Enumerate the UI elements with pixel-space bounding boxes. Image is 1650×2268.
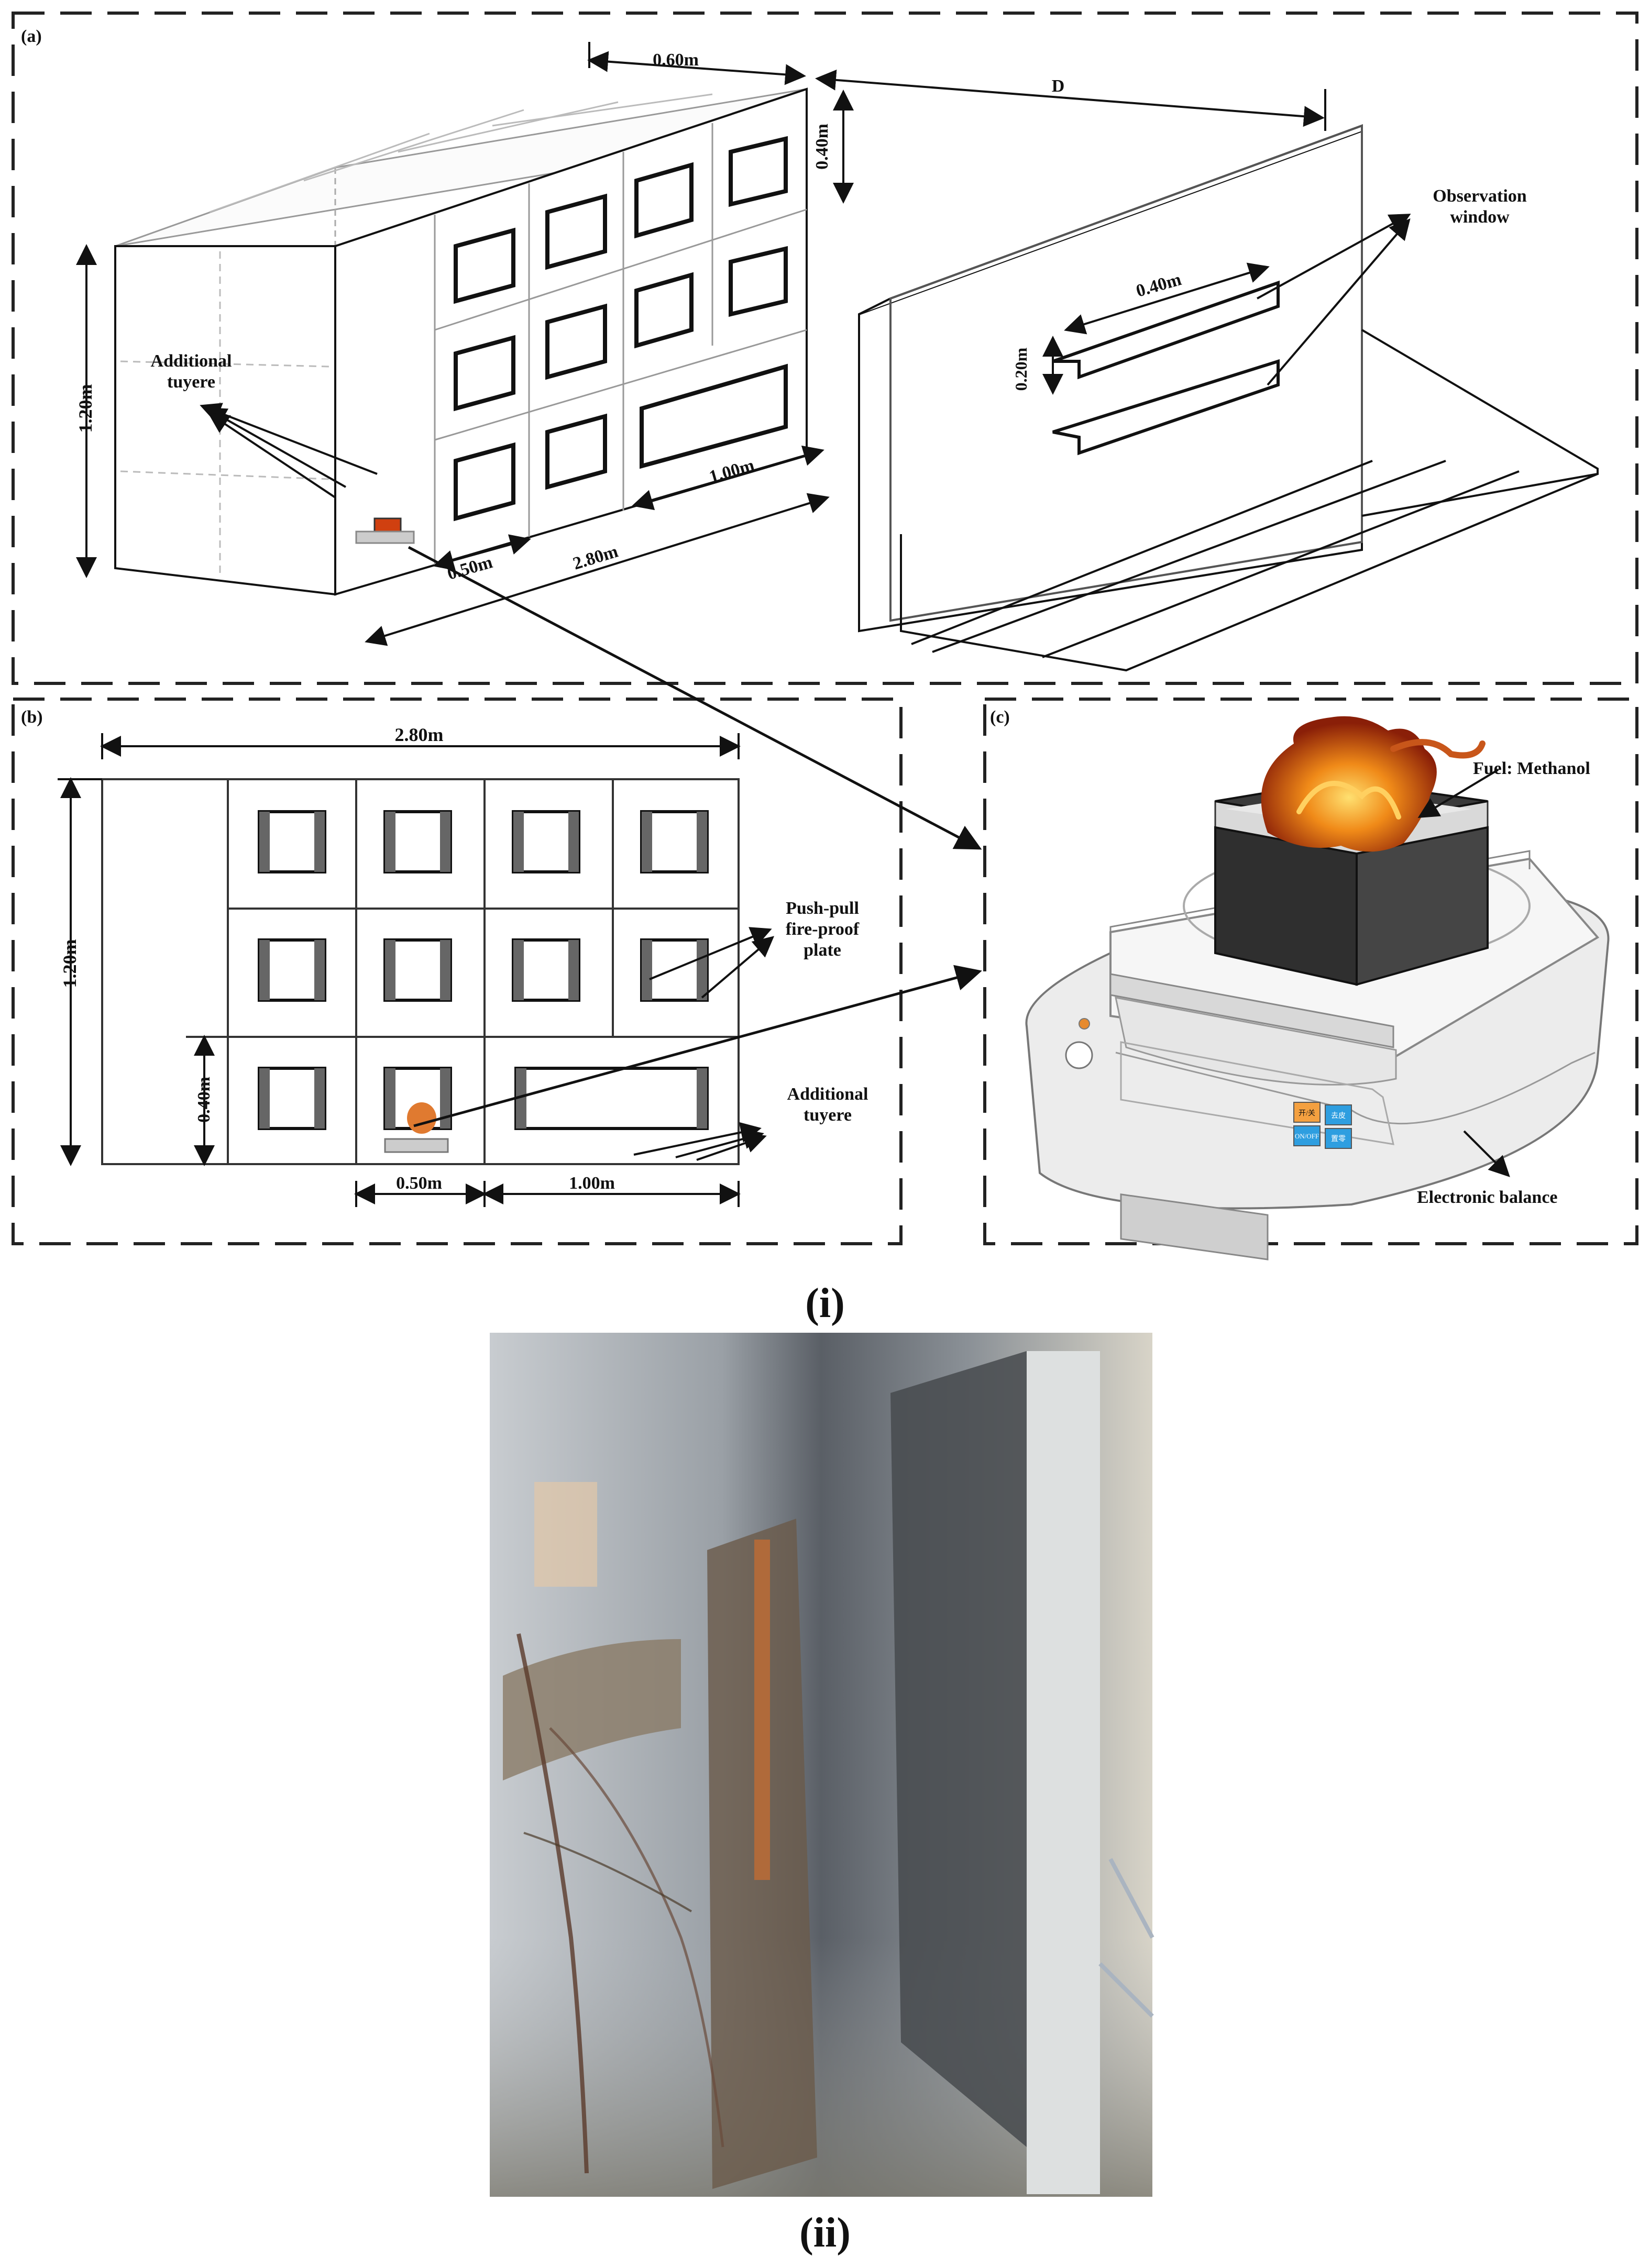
dim-cell-height-b: 0.40m [194,1077,214,1123]
panel-c-label: (c) [990,707,1010,727]
methanol-flame [1261,716,1486,852]
panel-c-frame [983,698,1638,1245]
tuyere-arrows-a [200,403,378,499]
observation-callout-line1: Observation [1433,186,1527,206]
panel-b-dimensions [58,733,741,1207]
key-onoff: ON/OFF [1295,1132,1319,1140]
tuyere-callout-b-line2: tuyere [804,1105,852,1125]
pan-to-balance-arrow-b [413,965,982,1127]
fuel-callout: Fuel: Methanol [1473,759,1590,778]
tuyere-arrows-b [633,1122,767,1161]
observation-callout-line2: window [1450,207,1510,227]
plate-callout-line3: plate [804,941,841,960]
panel-b-label: (b) [21,707,43,727]
dim-total-width-a: 2.80m [571,541,621,573]
key-tare: 去皮 [1331,1112,1346,1120]
observation-arrows [1257,214,1411,386]
dim-depth: 0.60m [653,50,699,70]
fuel-arrow [1417,769,1499,818]
dim-cell-height-a: 0.40m [812,124,832,170]
key-power-cn: 开/关 [1299,1109,1315,1118]
panel-b-frame [12,698,903,1245]
key-zero: 置零 [1331,1135,1346,1143]
experiment-photo [490,1333,1154,2197]
tuyere-callout-a-line2: tuyere [167,372,215,392]
caption-ii: (ii) [799,2210,851,2256]
balance-arrow [1463,1130,1510,1177]
tuyere-callout-a-line1: Additional [151,351,232,371]
caption-i: (i) [805,1280,845,1326]
dim-wide-cell-b: 1.00m [569,1174,615,1193]
balance-keypad: 开/关 去皮 ON/OFF 置零 [1293,1102,1352,1149]
dim-width-b: 2.80m [395,724,444,745]
dim-window-height: 0.20m [1011,347,1030,391]
panel-a-label: (a) [21,27,42,46]
pan-to-balance-arrow [408,546,982,850]
dim-cell-width-b: 0.50m [396,1174,442,1193]
window-dimensions [1042,262,1270,395]
panel-a-frame [12,12,1638,685]
dim-height-a: 1.20m [75,384,96,433]
dim-height-b: 1.20m [59,939,80,988]
plate-arrows [649,927,775,999]
enclosure-windows [454,136,788,522]
plate-callout-line2: fire-proof [786,920,860,939]
balance-callout: Electronic balance [1417,1188,1558,1207]
plate-hatches [259,812,707,1129]
panel-a-dimensions [76,42,1326,646]
dim-distance: D [1052,76,1065,96]
plate-callout-line1: Push-pull [786,899,859,918]
tuyere-callout-b-line1: Additional [787,1085,868,1104]
